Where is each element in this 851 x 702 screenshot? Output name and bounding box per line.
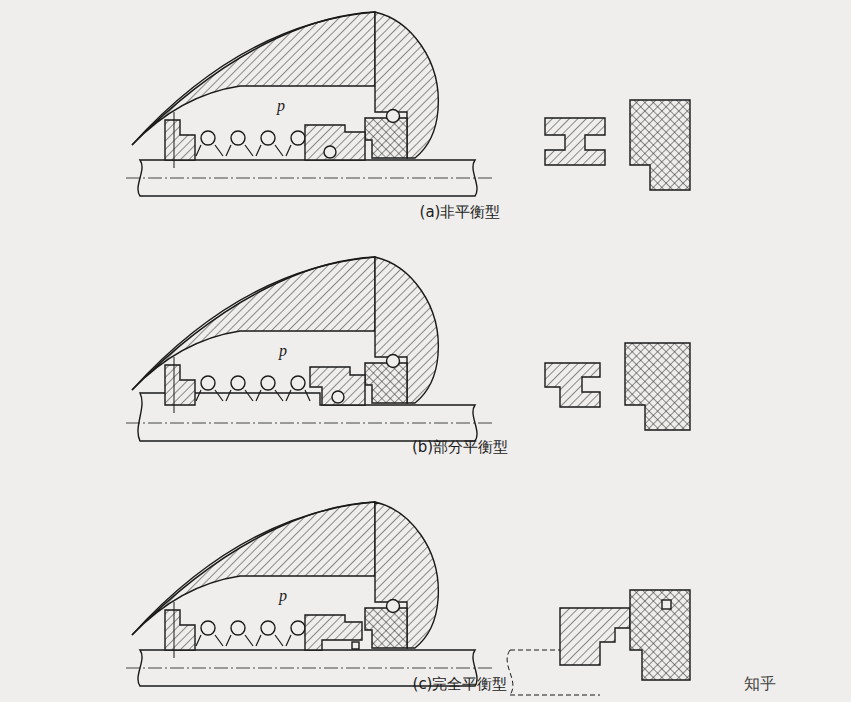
stationary-ring-detail bbox=[625, 343, 690, 430]
rotating-ring-detail bbox=[560, 608, 630, 665]
figure-caption: (b)部分平衡型 bbox=[412, 438, 508, 457]
rotating-ring bbox=[310, 367, 365, 405]
rotating-ring-detail bbox=[545, 118, 605, 165]
unbalanced-seal bbox=[126, 12, 690, 196]
figure-caption: (a)非平衡型 bbox=[420, 203, 501, 222]
fully-balanced-seal bbox=[126, 502, 690, 695]
stationary-ring-detail bbox=[630, 590, 690, 680]
rotating-ring bbox=[305, 615, 362, 650]
watermark: 知乎 bbox=[744, 674, 776, 695]
seal-assembly bbox=[126, 502, 492, 668]
figure-caption: (c)完全平衡型 bbox=[413, 675, 508, 694]
rotating-ring bbox=[305, 125, 365, 160]
seal-assembly bbox=[126, 12, 492, 178]
stationary-ring-detail bbox=[630, 100, 690, 190]
partially-balanced-seal bbox=[126, 257, 690, 441]
seal-assembly bbox=[126, 257, 492, 423]
pressure-label: p bbox=[279, 342, 287, 360]
pressure-label: p bbox=[277, 97, 285, 115]
rotating-ring-detail bbox=[545, 363, 600, 407]
pressure-label: p bbox=[279, 587, 287, 605]
